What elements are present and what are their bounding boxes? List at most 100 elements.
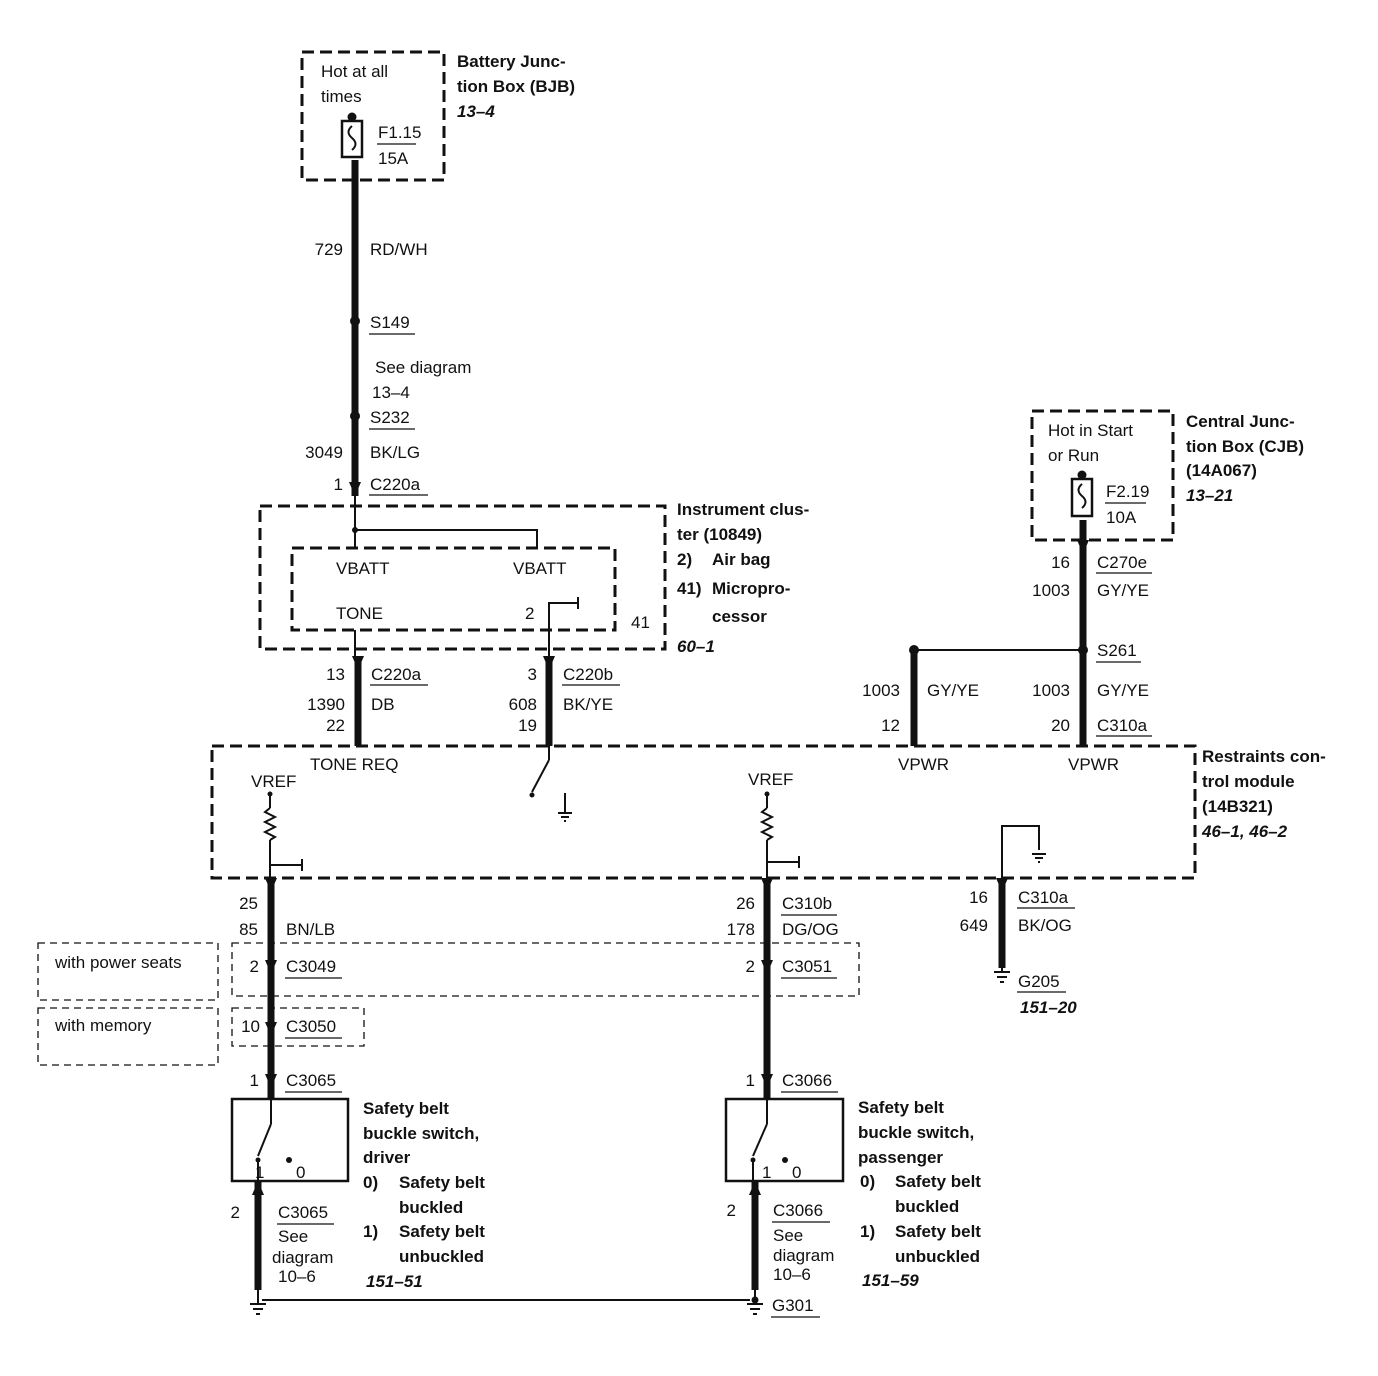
rcm-vref-left: VREF	[251, 772, 296, 791]
c220b-pin: 3	[528, 665, 537, 684]
c3051-connector: C3051	[782, 957, 832, 976]
passenger-note-1-text-2: unbuckled	[895, 1247, 980, 1266]
c270e-pin: 16	[1051, 553, 1070, 572]
c3065-see-diagram: diagram	[272, 1248, 333, 1267]
pullup-resistor-left-icon	[262, 807, 278, 841]
passenger-switch-pos-0: 0	[792, 1163, 801, 1182]
cluster-pin-41: 41	[631, 613, 650, 632]
passenger-switch-pos-1: 1	[762, 1163, 771, 1182]
cluster-title-1: Instrument clus-	[677, 500, 809, 519]
passenger-wire-color: DG/OG	[782, 920, 839, 939]
c270e-connector: C270e	[1097, 553, 1147, 572]
cluster-title-2: ter (10849)	[677, 525, 762, 544]
c3066-see-diagram: diagram	[773, 1246, 834, 1265]
cluster-pin-2: 2	[525, 604, 534, 623]
fuse-element-icon	[1077, 483, 1087, 509]
cluster-rcm-wires: 13 C220a 1390 DB 22 3 C220b 608 BK/YE 19	[307, 656, 620, 746]
cluster-note-41-text-1: Micropro-	[712, 579, 790, 598]
central-junction-box: Hot in Start or Run F2.19 10A Central Ju…	[1030, 409, 1304, 542]
driver-note-1-num: 1)	[363, 1222, 378, 1241]
c3066-top-pin: 1	[746, 1071, 755, 1090]
ground-wire-circuit: 649	[960, 916, 988, 935]
passenger-wire-circuit: 178	[727, 920, 755, 939]
passenger-rcm-pin: 26	[736, 894, 755, 913]
driver-note-0-num: 0)	[363, 1173, 378, 1192]
c270e-circuit: 1003	[1032, 581, 1070, 600]
c220a-bottom-pin: 13	[326, 665, 345, 684]
passenger-note-1-text-1: Safety belt	[895, 1222, 981, 1241]
c3066-bottom-pin: 2	[727, 1201, 736, 1220]
driver-switch-pos-0: 0	[296, 1163, 305, 1182]
c3049-connector: C3049	[286, 957, 336, 976]
fuse-f1-15-icon	[340, 119, 364, 159]
instrument-cluster: VBATT VBATT TONE 2 41 Instrument clus- t…	[258, 500, 809, 656]
splice-s261: S261	[1097, 641, 1137, 660]
cluster-vbatt-right: VBATT	[513, 559, 567, 578]
rcm-tone-req: TONE REQ	[310, 755, 398, 774]
cjb-title-3: (14A067)	[1186, 461, 1257, 480]
bjb-hot-label-1: Hot at all	[321, 62, 388, 81]
cjb-fuse-id: F2.19	[1106, 482, 1149, 501]
bjb-title-2: tion Box (BJB)	[457, 77, 575, 96]
bjb-ref: 13–4	[457, 102, 495, 121]
wire-1003-right-color: GY/YE	[1097, 681, 1149, 700]
c3066-see: See	[773, 1226, 803, 1245]
wire-1390-rcm-pin: 22	[326, 716, 345, 735]
driver-wire-circuit: 85	[239, 920, 258, 939]
c270e-color: GY/YE	[1097, 581, 1149, 600]
splice-s232: S232	[370, 408, 410, 427]
driver-ref: 151–51	[366, 1272, 423, 1291]
c3049-pin: 2	[250, 957, 259, 976]
c3065-see-ref: 10–6	[278, 1267, 316, 1286]
restraints-control-module: TONE REQ VPWR VPWR VREF VREF Restraints …	[210, 744, 1326, 880]
driver-ground-icon	[250, 1303, 266, 1315]
cluster-note-2-num: 2)	[677, 550, 692, 569]
c310b-connector: C310b	[782, 894, 832, 913]
driver-note-0-text-1: Safety belt	[399, 1173, 485, 1192]
driver-switch-icon	[257, 1123, 272, 1157]
driver-title-1: Safety belt	[363, 1099, 449, 1118]
option-memory: with memory	[54, 1016, 152, 1035]
passenger-ref: 151–59	[862, 1271, 919, 1290]
wire-1003-left-pin: 12	[881, 716, 900, 735]
passenger-note-0-num: 0)	[860, 1172, 875, 1191]
passenger-note-0-text-2: buckled	[895, 1197, 959, 1216]
passenger-switch-box	[724, 1097, 845, 1183]
c3050-connector: C3050	[286, 1017, 336, 1036]
rcm-internal-ground-icon	[558, 812, 572, 822]
wire-1390-circuit: 1390	[307, 695, 345, 714]
option-boxes: with power seats with memory	[37, 942, 860, 1066]
c220a-top-connector: C220a	[370, 475, 421, 494]
rcm-internal-switch-icon	[531, 759, 550, 793]
rcm-ref: 46–1, 46–2	[1201, 822, 1288, 841]
fuse-element-icon	[347, 125, 357, 151]
c3066-see-ref: 10–6	[773, 1265, 811, 1284]
driver-title-2: buckle switch,	[363, 1124, 479, 1143]
passenger-belt-circuit: 26 C310b 178 DG/OG 2 C3051 1 C3066 1 0 2…	[724, 878, 981, 1318]
c220a-bottom-connector: C220a	[371, 665, 422, 684]
wire-1003-left-circuit: 1003	[862, 681, 900, 700]
wire-1003-right-pin: 20	[1051, 716, 1070, 735]
cjb-fuse-rating: 10A	[1106, 508, 1137, 527]
rcm-ground-tap-icon	[1032, 853, 1046, 863]
cjb-hot-label-2: or Run	[1048, 446, 1099, 465]
c3051-pin: 2	[746, 957, 755, 976]
driver-switch-box	[230, 1097, 350, 1183]
ground-g205-ref: 151–20	[1020, 998, 1077, 1017]
wire-729-circuit: 729	[315, 240, 343, 259]
c220a-top-pin: 1	[334, 475, 343, 494]
cluster-ref: 60–1	[677, 637, 715, 656]
driver-belt-circuit: 25 85 BN/LB 2 C3049 10 C3050 1 C3065 1 0…	[230, 878, 485, 1315]
cluster-note-41-text-2: cessor	[712, 607, 767, 626]
ground-g205-icon	[994, 971, 1010, 983]
driver-note-1-text-2: unbuckled	[399, 1247, 484, 1266]
passenger-note-1-num: 1)	[860, 1222, 875, 1241]
cjb-title-2: tion Box (CJB)	[1186, 437, 1304, 456]
passenger-title-3: passenger	[858, 1148, 943, 1167]
c3050-pin: 10	[241, 1017, 260, 1036]
ground-c310a-pin: 16	[969, 888, 988, 907]
c3065-bottom-pin: 2	[231, 1203, 240, 1222]
passenger-title-1: Safety belt	[858, 1098, 944, 1117]
ground-g205-circuit: 16 C310a 649 BK/OG G205 151–20	[960, 878, 1077, 1017]
